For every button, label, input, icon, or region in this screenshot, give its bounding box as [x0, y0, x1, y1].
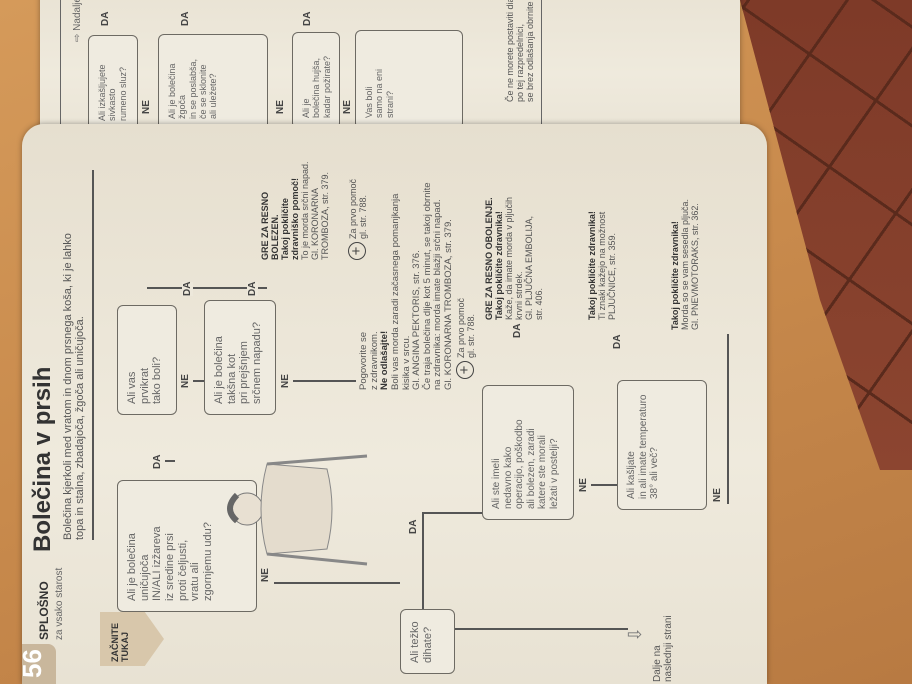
- yes-label: DA: [152, 454, 163, 469]
- result-serious-illness: GRE ZA RESNO BOLEZEN. Takoj pokličite zd…: [260, 161, 331, 260]
- next-page-note: Dalje na naslednji strani: [652, 615, 675, 682]
- no-label: NE: [260, 568, 271, 582]
- first-aid-ref: Za prvo pomoč gl. str. 788.: [456, 297, 477, 358]
- connector: [727, 334, 729, 504]
- first-aid-icon: +: [456, 361, 474, 379]
- no-label: NE: [280, 374, 291, 388]
- connector: [274, 582, 400, 584]
- question-box-one-side: Vas boli samo na eni strani?: [355, 30, 463, 129]
- connector: [591, 484, 617, 486]
- result-serious-condition: GRE ZA RESNO OBOLENJE. Takoj pokličite z…: [484, 196, 545, 320]
- result-see-doctor: Pogovorite se z zdravnikom. Ne odlašajte…: [358, 182, 454, 390]
- yes-label: DA: [612, 334, 623, 349]
- connector: [422, 512, 482, 514]
- page-number: 56: [17, 649, 47, 678]
- man-figure-icon: [227, 454, 368, 566]
- yes-label: DA: [302, 11, 313, 26]
- question-box-burning: Ali je bolečina žgoča in se poslabša, če…: [158, 34, 268, 130]
- connector: [193, 380, 204, 382]
- question-box-swallow: Ali je bolečina hujša, kadar požirate?: [292, 32, 340, 129]
- no-label: NE: [578, 478, 589, 492]
- footer-note: Če ne morete postaviti diagnoze po tej r…: [505, 0, 536, 102]
- yes-label: DA: [408, 519, 419, 534]
- yes-label: DA: [100, 11, 111, 26]
- section-subtitle: za vsako starost: [54, 567, 65, 640]
- question-box-cough-fever: Ali kašljate in ali imate temperaturo 38…: [617, 380, 707, 510]
- question-box-recent-surgery: Ali ste imeli nedavno kako operacijo, po…: [482, 385, 574, 520]
- next-page-arrow-icon: ⇩: [625, 626, 645, 642]
- no-label: NE: [141, 100, 152, 114]
- question-box-previous-attack: Ali je bolečina takšna kot pri prejšnjem…: [204, 300, 276, 415]
- connector: [293, 380, 356, 382]
- no-label: NE: [275, 100, 286, 114]
- yes-label: DA: [180, 11, 191, 26]
- continued-note: ⇨ Nadaljevanje prejšnje strani: [72, 0, 83, 42]
- no-label: NE: [342, 100, 353, 114]
- description: Bolečina kjerkoli med vratom in dnom prs…: [62, 233, 87, 540]
- yes-label: DA: [247, 281, 258, 296]
- no-label: NE: [712, 488, 723, 502]
- connector: [455, 628, 628, 630]
- connector: [165, 460, 175, 462]
- yes-label: DA: [512, 323, 523, 338]
- page-title: Bolečina v prsih: [29, 366, 56, 552]
- no-label: NE: [180, 374, 191, 388]
- start-here-arrow: ZAČNITE TUKAJ: [100, 612, 164, 666]
- left-page: 56 SPLOŠNO za vsako starost Bolečina v p…: [17, 124, 767, 684]
- result-pneumonia: Takoj pokličite zdravnika! Ti znaki kaže…: [587, 211, 618, 320]
- question-box-phlegm: Ali izkašljujete sivkasto rumeno sluz?: [88, 35, 138, 132]
- connector: [422, 514, 424, 609]
- question-box-breathing: Ali težko dihate?: [400, 609, 455, 674]
- title-rule: [92, 170, 94, 540]
- section-name: SPLOŠNO: [37, 581, 51, 640]
- question-box-first-time: Ali vas prvikrat tako boli?: [117, 305, 177, 415]
- result-pneumothorax: Takoj pokličite zdravnika! Morda so se v…: [670, 198, 701, 330]
- yes-label: DA: [182, 281, 193, 296]
